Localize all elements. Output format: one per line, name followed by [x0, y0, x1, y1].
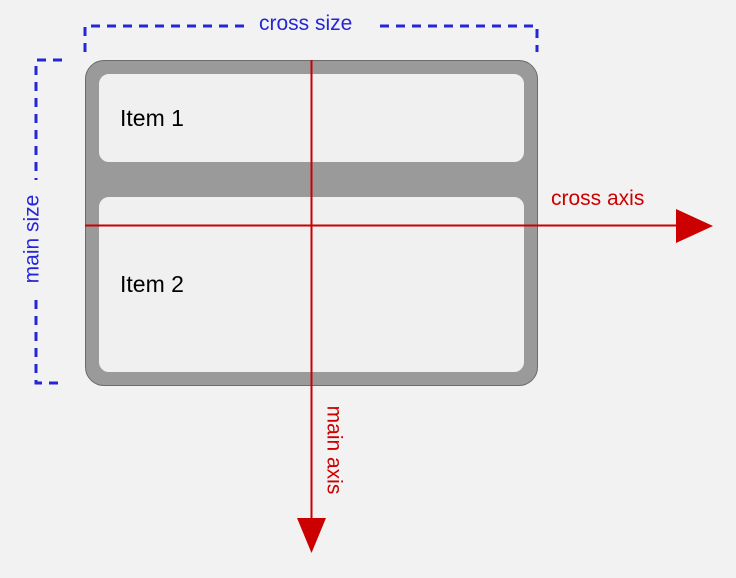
main-size-bracket [34, 58, 62, 385]
main-size-label: main size [20, 194, 44, 284]
main-axis [297, 60, 326, 553]
main-size-bracket-top [34, 58, 62, 180]
flex-item-1-label: Item 1 [120, 104, 184, 131]
cross-axis [85, 209, 713, 243]
cross-size-label: cross size [259, 12, 353, 35]
cross-size-bracket [83, 24, 539, 52]
main-size-bracket-bottom [34, 300, 62, 385]
flex-item-2-label: Item 2 [120, 271, 184, 297]
main-axis-label: main axis [322, 405, 346, 495]
cross-axis-arrowhead-icon [676, 209, 713, 243]
cross-size-bracket-right [380, 24, 539, 52]
cross-size-bracket-left [83, 24, 250, 52]
cross-axis-label: cross axis [551, 187, 645, 210]
main-axis-arrowhead-icon [297, 518, 326, 553]
